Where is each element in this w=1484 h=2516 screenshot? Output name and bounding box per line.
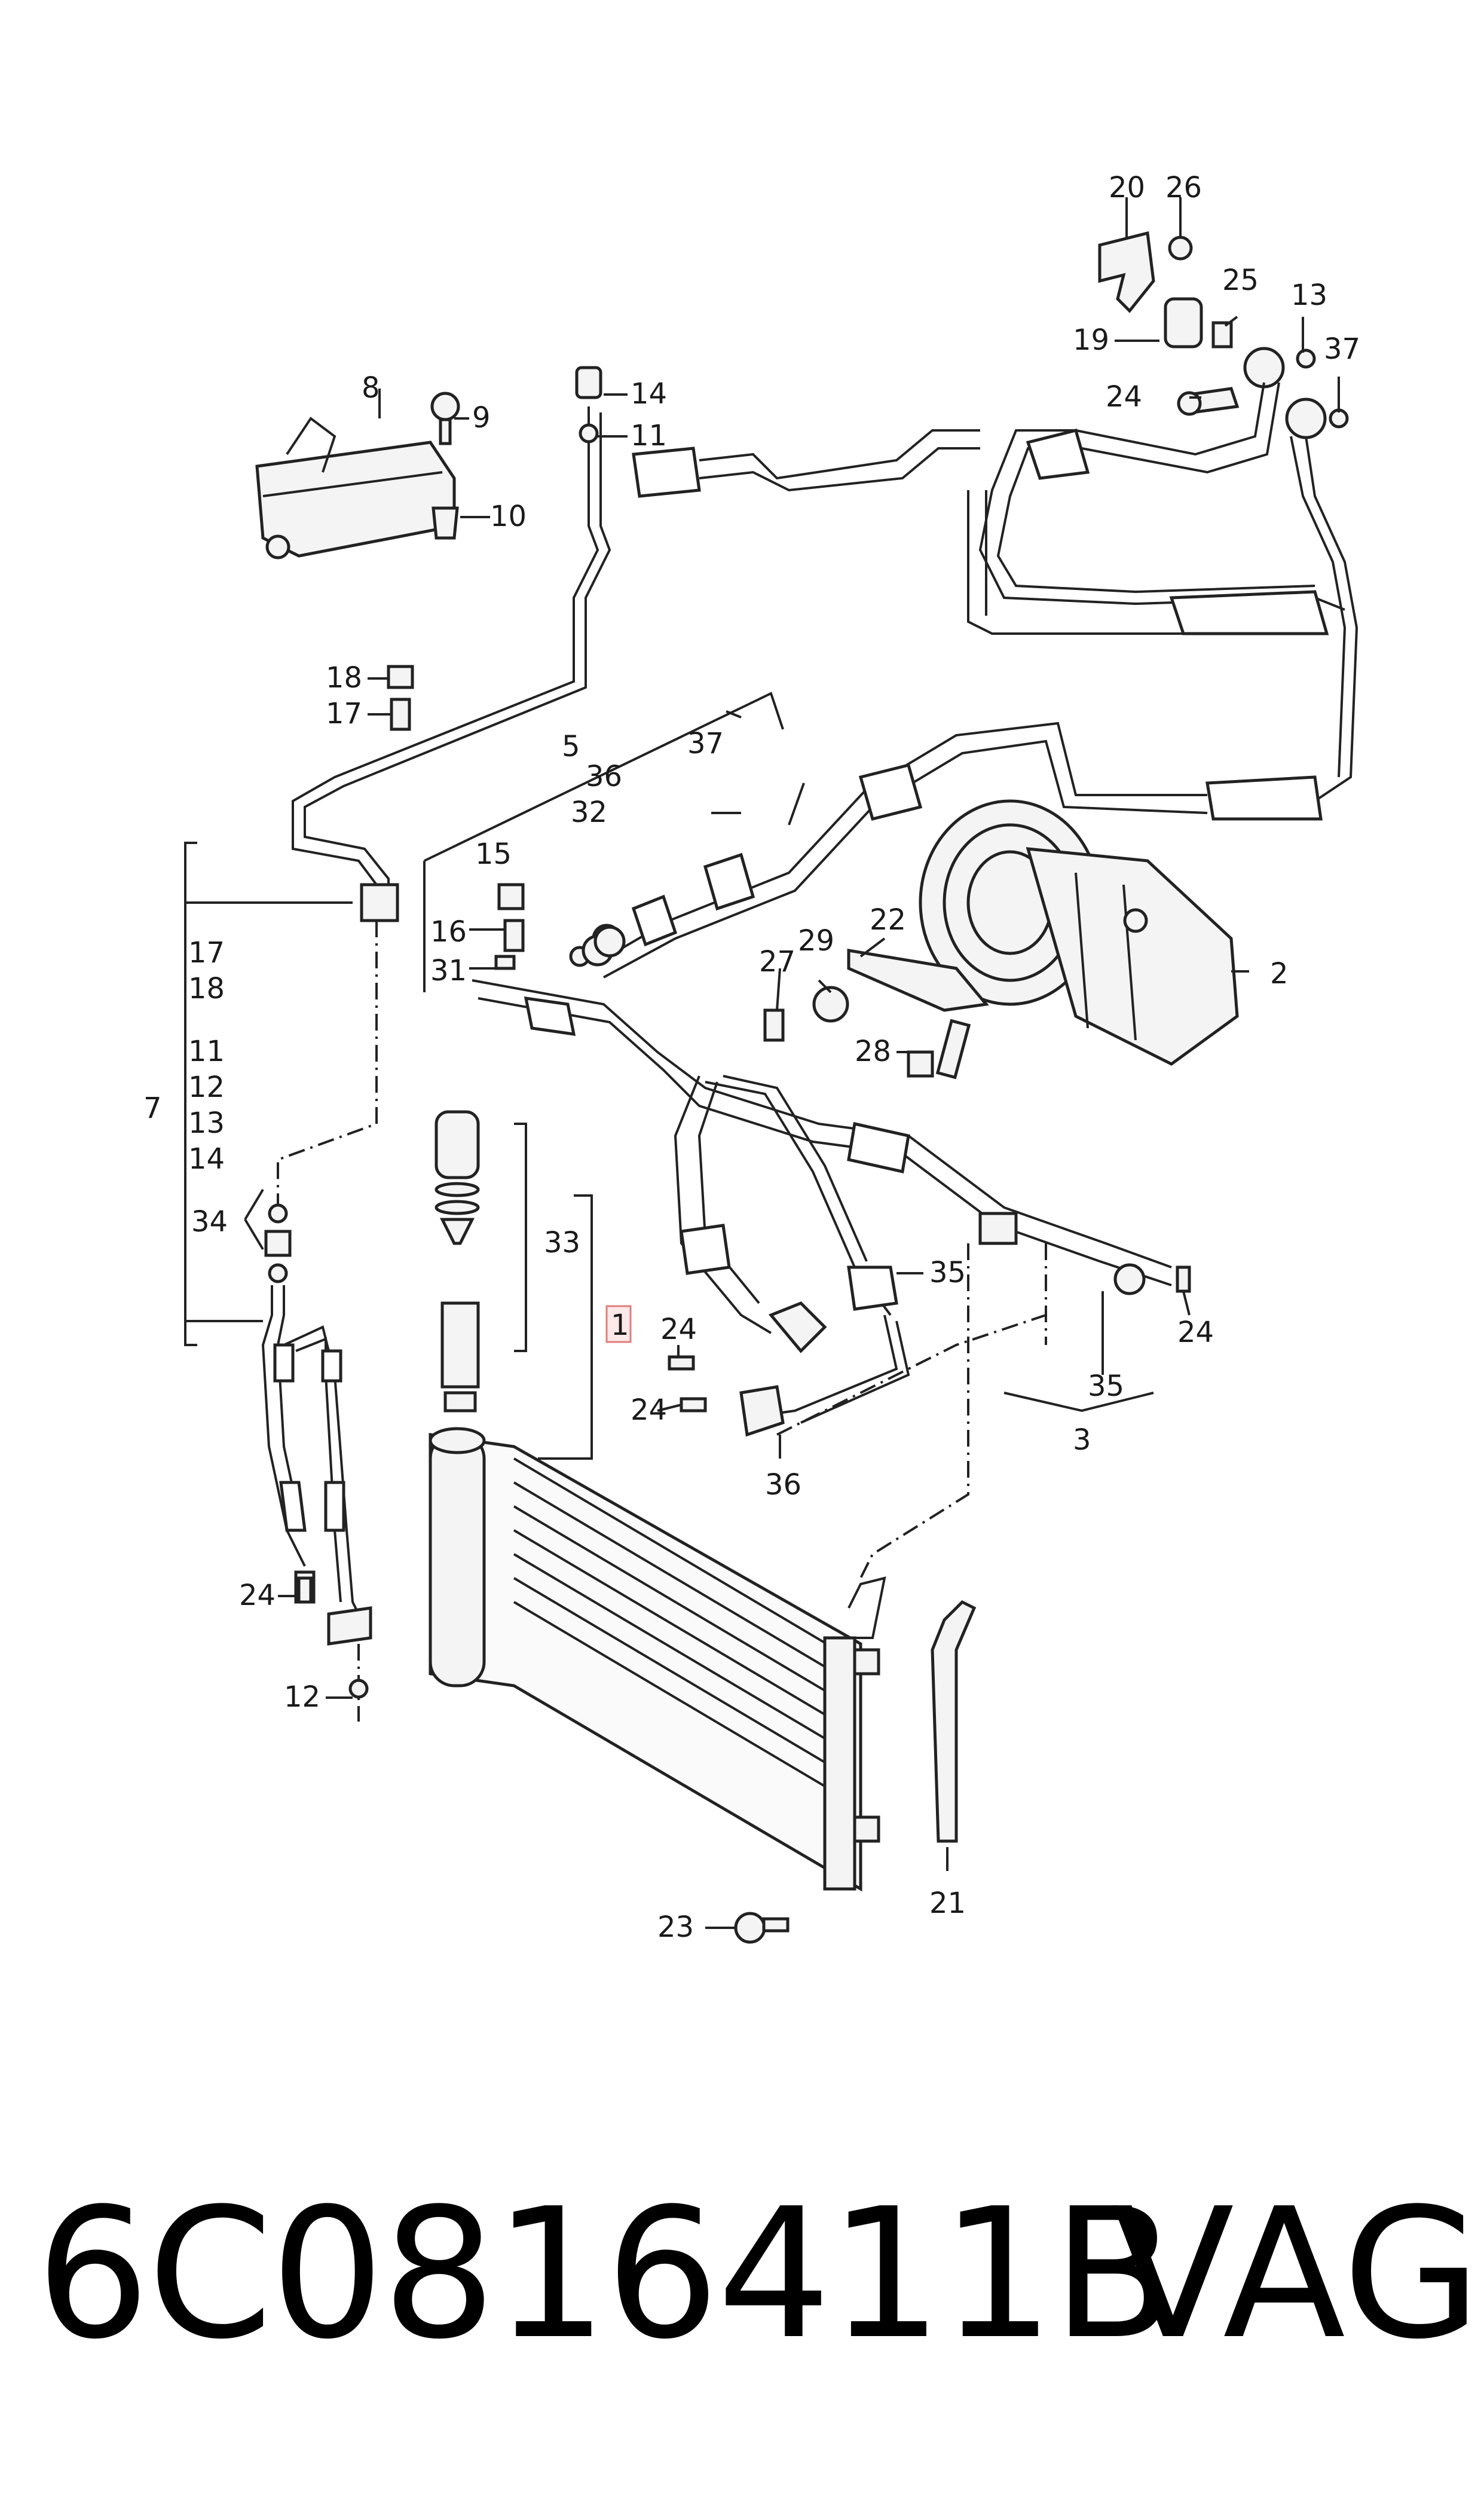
part-14-valve [575, 366, 602, 444]
part-10-clip [432, 506, 459, 540]
callout-31: 31 [430, 954, 467, 988]
part-18-17-valve [387, 665, 414, 731]
callout-20: 20 [1109, 171, 1145, 204]
callout-14: 14 [631, 377, 667, 411]
bracket-33 [514, 1123, 527, 1352]
callout-1: 1 [611, 1309, 629, 1342]
callout-15: 15 [475, 837, 512, 871]
callout-19: 19 [1073, 323, 1109, 357]
left-liquid-line [261, 921, 378, 1722]
callout-24-c: 24 [1177, 1316, 1214, 1349]
footer: 6C0816411B VAG [36, 2170, 1481, 2379]
callout-13: 13 [1291, 279, 1327, 312]
callout-17b: 17 [188, 936, 225, 970]
bracket-7 [184, 842, 197, 1346]
callout-12: 12 [188, 1071, 225, 1104]
part-9-screw [430, 392, 460, 445]
callout-18b: 18 [188, 972, 225, 1005]
discharge-hose-assembly [472, 979, 1172, 1437]
callout-32: 32 [571, 796, 607, 829]
callout-17: 17 [326, 697, 362, 730]
callout-8: 8 [362, 371, 380, 405]
bracket-3 [1003, 1392, 1154, 1413]
small-valve-parts [494, 883, 626, 970]
callout-35-b: 35 [1088, 1369, 1124, 1403]
callout-3: 3 [1073, 1423, 1091, 1457]
callout-24-top: 24 [1106, 380, 1142, 414]
part-number: 6C0816411B [36, 2170, 1175, 2379]
bracket-22-group [763, 949, 989, 1080]
callout-37-b: 37 [687, 727, 724, 760]
callout-24-b: 24 [631, 1393, 667, 1427]
part-2-compressor [919, 799, 1239, 1066]
callout-10: 10 [490, 500, 527, 533]
callout-13b: 13 [188, 1106, 225, 1140]
part-21-seal-strip [931, 1600, 977, 1843]
callout-labels: 1 2 3 5 7 8 9 10 11 11 12 12 13 13 14 14… [143, 171, 1360, 1944]
callout-11b: 11 [188, 1035, 225, 1068]
condenser-radiator [429, 1243, 1047, 1892]
callout-24-d: 24 [239, 1579, 276, 1612]
callout-7: 7 [143, 1092, 162, 1125]
callout-24-a: 24 [660, 1313, 697, 1346]
callout-28: 28 [855, 1035, 891, 1068]
bracket-1 [538, 1194, 593, 1460]
upper-main-pipe [292, 406, 980, 922]
brand-name: VAG [1112, 2170, 1482, 2379]
callout-26: 26 [1165, 171, 1202, 204]
part-23-screw [734, 1912, 790, 1944]
callout-18: 18 [326, 661, 362, 695]
part-33-receiver-drier [435, 1110, 480, 1413]
hose-bracket-assembly [1098, 231, 1349, 439]
callout-33: 33 [544, 1226, 580, 1259]
callout-2: 2 [1270, 957, 1289, 990]
callout-27: 27 [759, 945, 795, 979]
callout-25: 25 [1222, 264, 1259, 297]
callout-5: 5 [562, 730, 580, 763]
ac-system-exploded-diagram: 1 2 3 5 7 8 9 10 11 11 12 12 13 13 14 14… [143, 171, 1360, 1944]
callout-36-b: 36 [765, 1468, 801, 1502]
callout-11: 11 [631, 419, 667, 453]
callout-22: 22 [870, 903, 906, 937]
callout-21: 21 [929, 1887, 966, 1920]
upper-hose-loop [967, 382, 1358, 821]
callout-23: 23 [657, 1910, 694, 1944]
callout-9: 9 [472, 401, 491, 435]
callout-37: 37 [1324, 332, 1360, 366]
callout-12b: 12 [284, 1680, 320, 1714]
callout-16: 16 [430, 915, 467, 949]
part-8-mounting-block [255, 417, 456, 560]
leader-lines [244, 197, 1340, 1929]
callout-34: 34 [191, 1205, 228, 1239]
callout-29: 29 [798, 924, 834, 958]
bracket-5 [424, 692, 784, 862]
callout-14b: 14 [188, 1142, 225, 1176]
callout-1-highlight [605, 1305, 632, 1343]
callout-36: 36 [586, 760, 622, 793]
callout-35-a: 35 [929, 1256, 966, 1289]
